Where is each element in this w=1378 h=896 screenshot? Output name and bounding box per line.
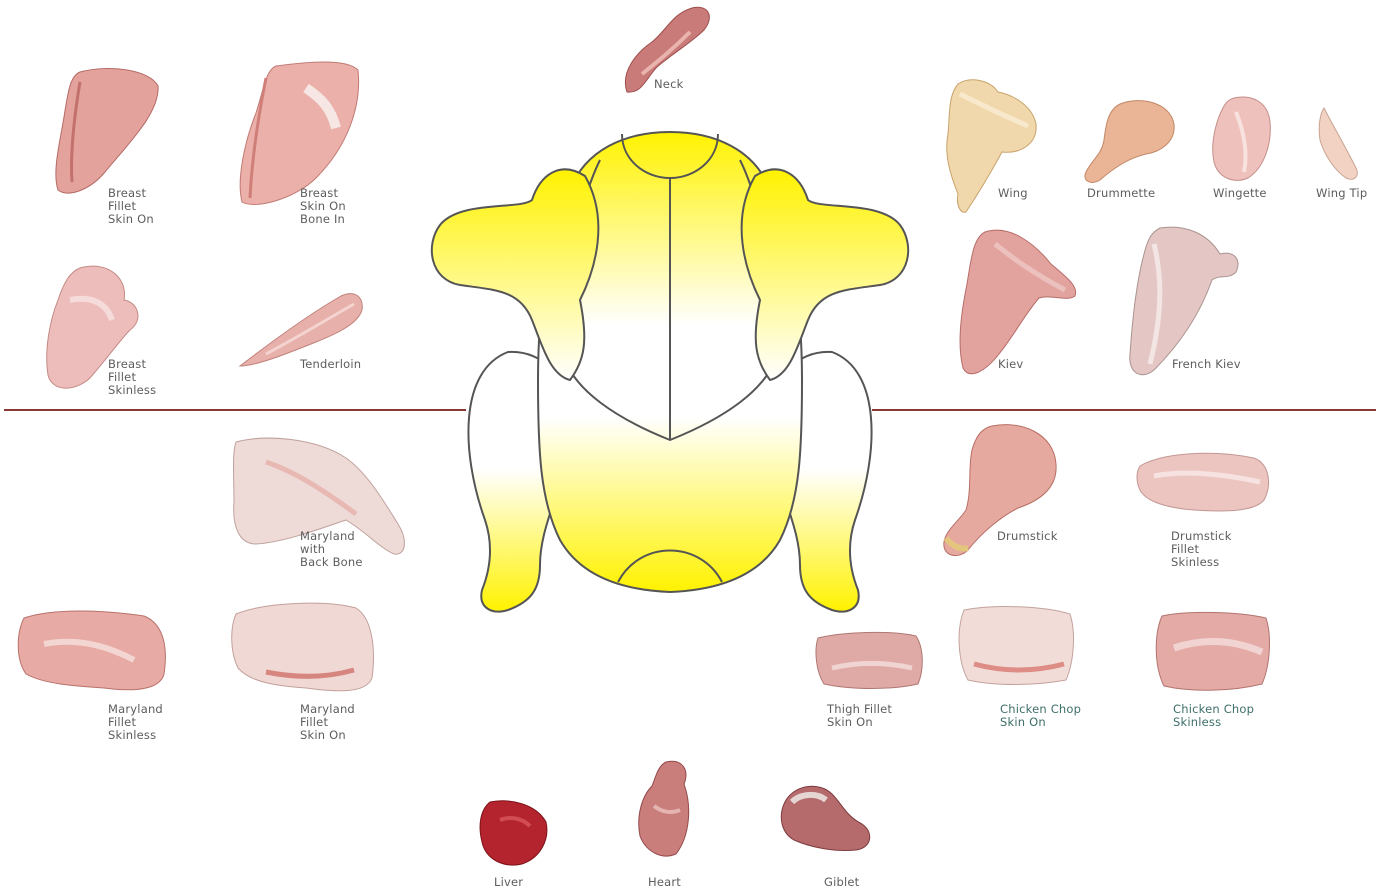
- wingette-cut[interactable]: [1208, 92, 1276, 184]
- maryland-fillet-skinless-image: [14, 604, 172, 696]
- heart-image: [632, 756, 698, 860]
- wing-label: Wing: [998, 187, 1028, 200]
- wing-tip-label: Wing Tip: [1316, 187, 1367, 200]
- heart-cut[interactable]: [632, 756, 698, 860]
- giblet-cut[interactable]: [776, 780, 876, 856]
- maryland-fillet-skinless-cut[interactable]: [14, 604, 172, 696]
- giblet-label: Giblet: [824, 876, 859, 889]
- breast-fillet-skin-on-image: [50, 62, 165, 202]
- drummette-cut[interactable]: [1080, 96, 1180, 186]
- breast-fillet-skin-on-cut[interactable]: [50, 62, 165, 202]
- wingette-label: Wingette: [1213, 187, 1267, 200]
- thigh-fillet-skin-on-image: [812, 628, 927, 692]
- liver-label: Liver: [494, 876, 523, 889]
- chicken-chop-skin-on-cut[interactable]: [954, 602, 1078, 688]
- wing-tip-cut[interactable]: [1314, 104, 1364, 184]
- divider-left: [4, 409, 466, 411]
- wing-tip-image: [1314, 104, 1364, 184]
- wing-image: [940, 74, 1045, 216]
- liver-cut[interactable]: [476, 796, 552, 870]
- drumstick-fillet-skinless-image: [1134, 446, 1274, 518]
- drummette-image: [1080, 96, 1180, 186]
- maryland-fillet-skin-on-image: [226, 598, 381, 698]
- chicken-chop-skinless-cut[interactable]: [1150, 608, 1274, 696]
- liver-image: [476, 796, 552, 870]
- maryland-fillet-skin-on-cut[interactable]: [226, 598, 381, 698]
- drumstick-fillet-skinless-cut[interactable]: [1134, 446, 1274, 518]
- french-kiev-label: French Kiev: [1172, 358, 1241, 371]
- left-wing-shape: [432, 169, 599, 380]
- drumstick-label: Drumstick: [997, 530, 1058, 543]
- giblet-image: [776, 780, 876, 856]
- drummette-label: Drummette: [1087, 187, 1155, 200]
- neck-label: Neck: [654, 78, 683, 91]
- wingette-image: [1208, 92, 1276, 184]
- wing-cut[interactable]: [940, 74, 1045, 216]
- divider-right: [872, 409, 1376, 411]
- right-wing-shape: [742, 169, 909, 380]
- chicken-chop-skin-on-image: [954, 602, 1078, 688]
- chicken-chop-skinless-image: [1150, 608, 1274, 696]
- heart-label: Heart: [648, 876, 681, 889]
- kiev-label: Kiev: [998, 358, 1023, 371]
- chicken-outline-icon: [420, 120, 920, 620]
- thigh-fillet-skin-on-cut[interactable]: [812, 628, 927, 692]
- tenderloin-label: Tenderloin: [300, 358, 361, 371]
